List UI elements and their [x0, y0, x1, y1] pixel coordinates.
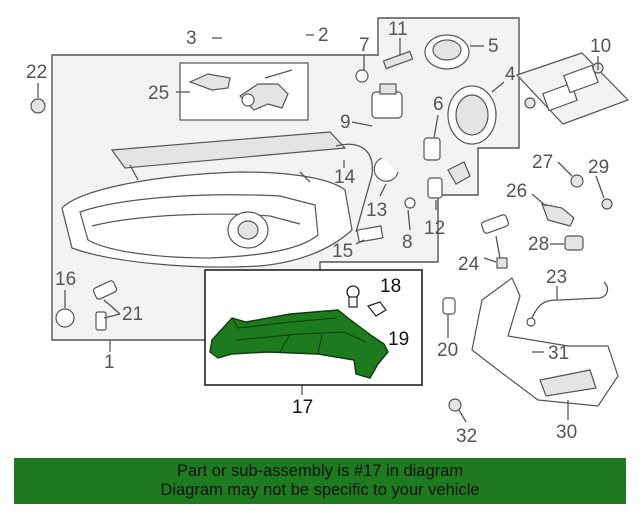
- external-parts: [442, 174, 619, 412]
- callout-8: 8: [402, 232, 413, 253]
- callout-22: 22: [26, 62, 47, 83]
- callout-18: 18: [380, 276, 401, 297]
- bulb-and-sockets: [30, 34, 497, 331]
- callout-14: 14: [334, 167, 356, 188]
- part-25-box: [179, 62, 309, 121]
- callout-labels: 3 2 11 7 5 10 22 25 4 9 6 14 13 15 8 12 …: [26, 19, 611, 447]
- leader-lines: [37, 34, 605, 423]
- callout-2: 2: [318, 25, 329, 46]
- callout-26: 26: [506, 181, 527, 202]
- callout-29: 29: [588, 157, 609, 178]
- callout-24: 24: [458, 254, 480, 275]
- callout-19: 19: [388, 329, 409, 350]
- callout-5: 5: [488, 36, 499, 57]
- callout-4: 4: [505, 64, 516, 85]
- callout-28: 28: [528, 234, 549, 255]
- callout-23: 23: [546, 267, 567, 288]
- headlamp-housing: [61, 131, 353, 268]
- callout-21: 21: [122, 304, 143, 325]
- callout-3: 3: [186, 28, 197, 49]
- part-17-bracket: [209, 285, 389, 379]
- callout-15: 15: [332, 241, 353, 262]
- callout-12: 12: [424, 218, 445, 239]
- part-25-brackets: [188, 69, 293, 111]
- callout-13: 13: [366, 200, 387, 221]
- banner-line-1: Part or sub-assembly is #17 in diagram: [176, 462, 464, 480]
- callout-17: 17: [292, 397, 313, 418]
- callout-16: 16: [55, 269, 76, 290]
- callout-11: 11: [388, 19, 408, 40]
- callout-1: 1: [104, 352, 115, 373]
- callout-25: 25: [148, 83, 169, 104]
- callout-7: 7: [359, 35, 370, 56]
- banner-line-2: Diagram may not be specific to your vehi…: [160, 481, 480, 499]
- callout-10: 10: [590, 36, 611, 57]
- callout-6: 6: [433, 94, 444, 115]
- callout-9: 9: [340, 112, 351, 133]
- callout-27: 27: [532, 152, 553, 173]
- info-banner: Part or sub-assembly is #17 in diagram D…: [14, 458, 626, 504]
- callout-32: 32: [456, 426, 477, 447]
- part-10-lamps: [524, 62, 604, 112]
- callout-31: 31: [548, 343, 569, 364]
- callout-30: 30: [556, 422, 577, 443]
- callout-20: 20: [437, 340, 458, 361]
